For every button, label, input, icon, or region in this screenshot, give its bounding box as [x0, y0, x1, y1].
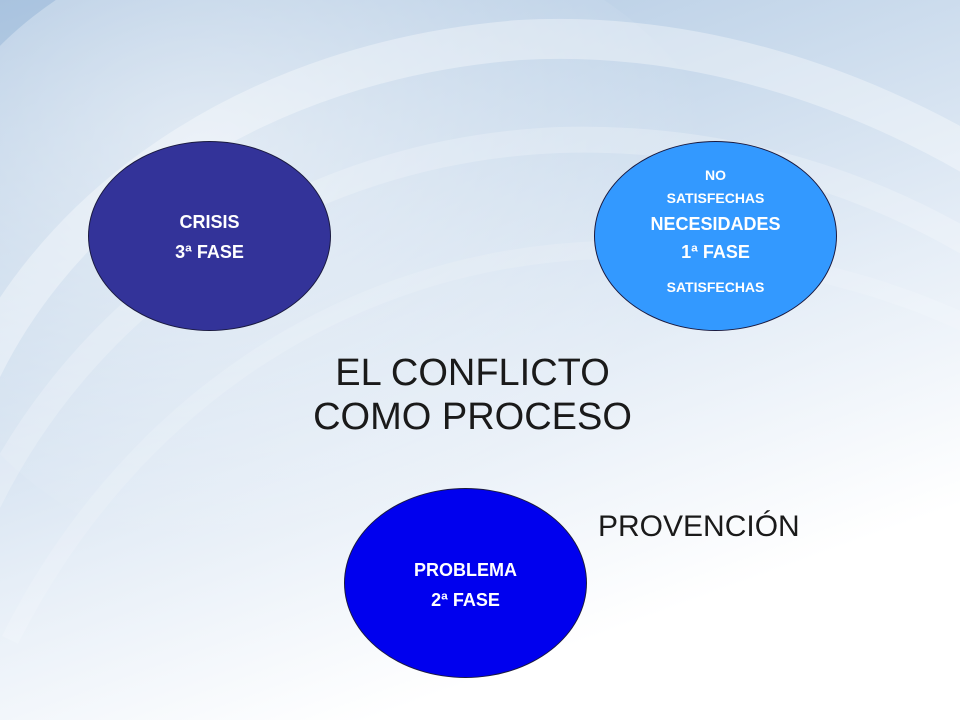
- provencion-label: PROVENCIÓN: [598, 510, 800, 543]
- crisis-phase-node: CRISIS 3ª FASE: [88, 141, 331, 331]
- necesidades-node-phase: 1ª FASE: [681, 242, 750, 262]
- diagram-title-line-1: EL CONFLICTO: [335, 352, 610, 394]
- problema-node-phase: 2ª FASE: [431, 590, 500, 610]
- crisis-node-label: CRISIS: [179, 212, 240, 232]
- necesidades-node-label: NECESIDADES: [650, 214, 781, 234]
- necesidades-bottom-label: SATISFECHAS: [666, 279, 765, 295]
- necesidades-phase-node: NO SATISFECHAS NECESIDADES 1ª FASE SATIS…: [594, 141, 837, 331]
- problema-phase-node: PROBLEMA 2ª FASE: [344, 488, 587, 678]
- necesidades-top-label-no: NO: [705, 167, 726, 183]
- crisis-node-phase: 3ª FASE: [175, 242, 244, 262]
- diagram-title-line-2: COMO PROCESO: [313, 396, 632, 438]
- problema-node-label: PROBLEMA: [414, 560, 517, 580]
- necesidades-top-label-satisfechas: SATISFECHAS: [666, 190, 765, 206]
